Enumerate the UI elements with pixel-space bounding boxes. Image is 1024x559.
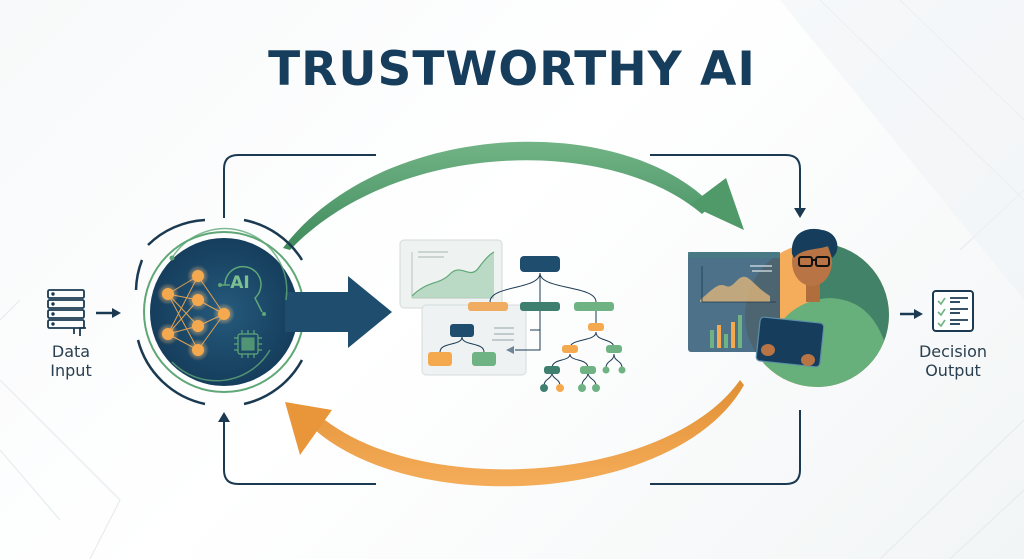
output-arrow-icon <box>900 309 923 319</box>
decision-output-label-line2: Output <box>925 361 981 380</box>
arrowhead-down-icon <box>794 208 806 218</box>
ai-badge: AI <box>230 273 249 293</box>
glasses-icon <box>798 256 830 267</box>
data-input-label: Data Input <box>36 342 106 380</box>
page-title: TRUSTWORTHY AI <box>268 42 756 97</box>
loop-connectors <box>223 154 801 485</box>
database-server-icon <box>47 289 86 336</box>
decision-output-label: Decision Output <box>908 342 998 380</box>
arrowhead-up-icon <box>218 412 230 422</box>
input-arrow-icon <box>96 308 121 318</box>
checklist-icon <box>932 290 974 332</box>
ai-model-node: AI <box>134 218 392 406</box>
chip-icon <box>234 330 262 358</box>
human-review-node <box>688 228 889 387</box>
decision-output-label-line1: Decision <box>918 342 988 361</box>
data-input-label-line1: Data <box>51 342 91 361</box>
feedback-arrow <box>285 380 744 487</box>
explanation-node <box>399 239 626 392</box>
data-input-label-line2: Input <box>50 361 92 380</box>
forward-arrow <box>283 141 744 250</box>
